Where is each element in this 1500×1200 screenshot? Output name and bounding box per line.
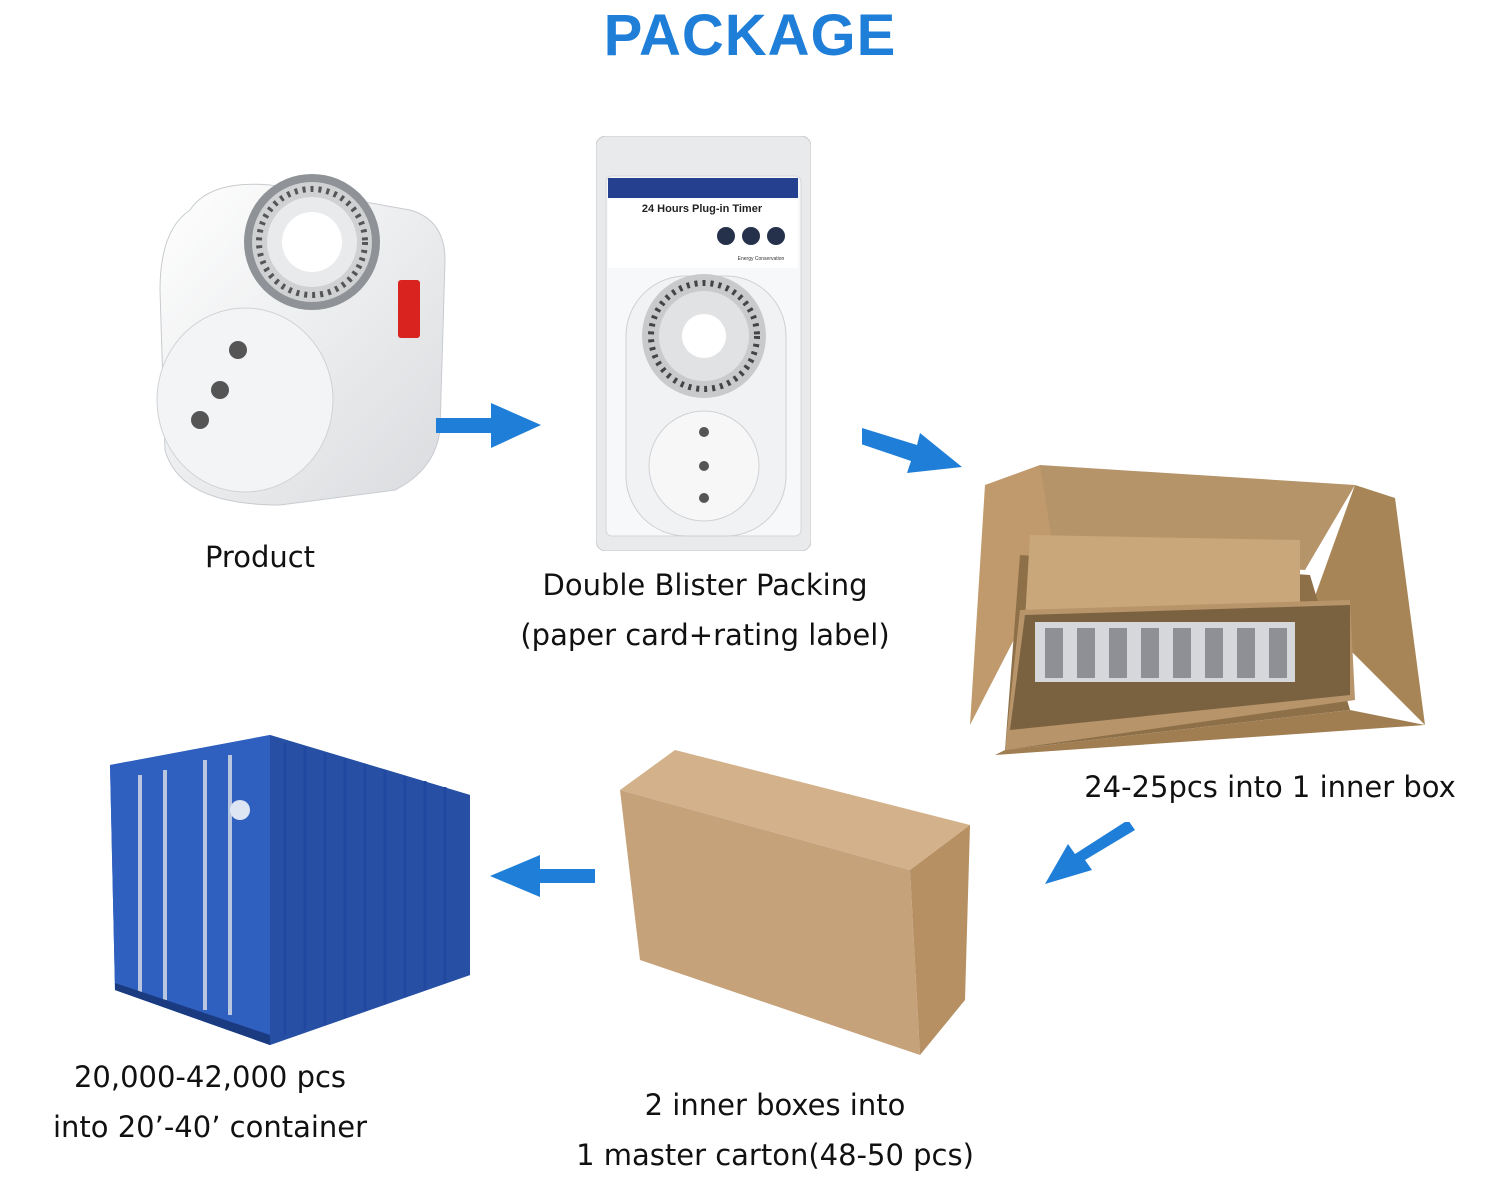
arrow-down-left [1040, 822, 1140, 887]
caption-inner-box: 24-25pcs into 1 inner box [1084, 770, 1456, 804]
shipping-container-image [105, 735, 475, 1045]
arrow-left [490, 855, 595, 897]
blister-pack-image: 24 Hours Plug-in Timer Energy Conservati… [596, 136, 811, 551]
caption-blister: Double Blister Packing (paper card+ratin… [520, 568, 890, 652]
open-carton-image [965, 460, 1430, 755]
plug-in-timer-image [150, 170, 460, 520]
caption-container: 20,000-42,000 pcs into 20’-40’ container [52, 1060, 368, 1144]
caption-product: Product [204, 540, 316, 574]
page-title: PACKAGE [603, 3, 897, 68]
arrow-right [436, 403, 541, 448]
blister-card-title: 24 Hours Plug-in Timer [642, 203, 763, 215]
caption-master-carton: 2 inner boxes into 1 master carton(48-50… [576, 1088, 974, 1172]
arrow-down-right [862, 415, 967, 475]
blister-card-note: Energy Conservation [738, 256, 785, 262]
closed-carton-image [620, 750, 970, 1055]
